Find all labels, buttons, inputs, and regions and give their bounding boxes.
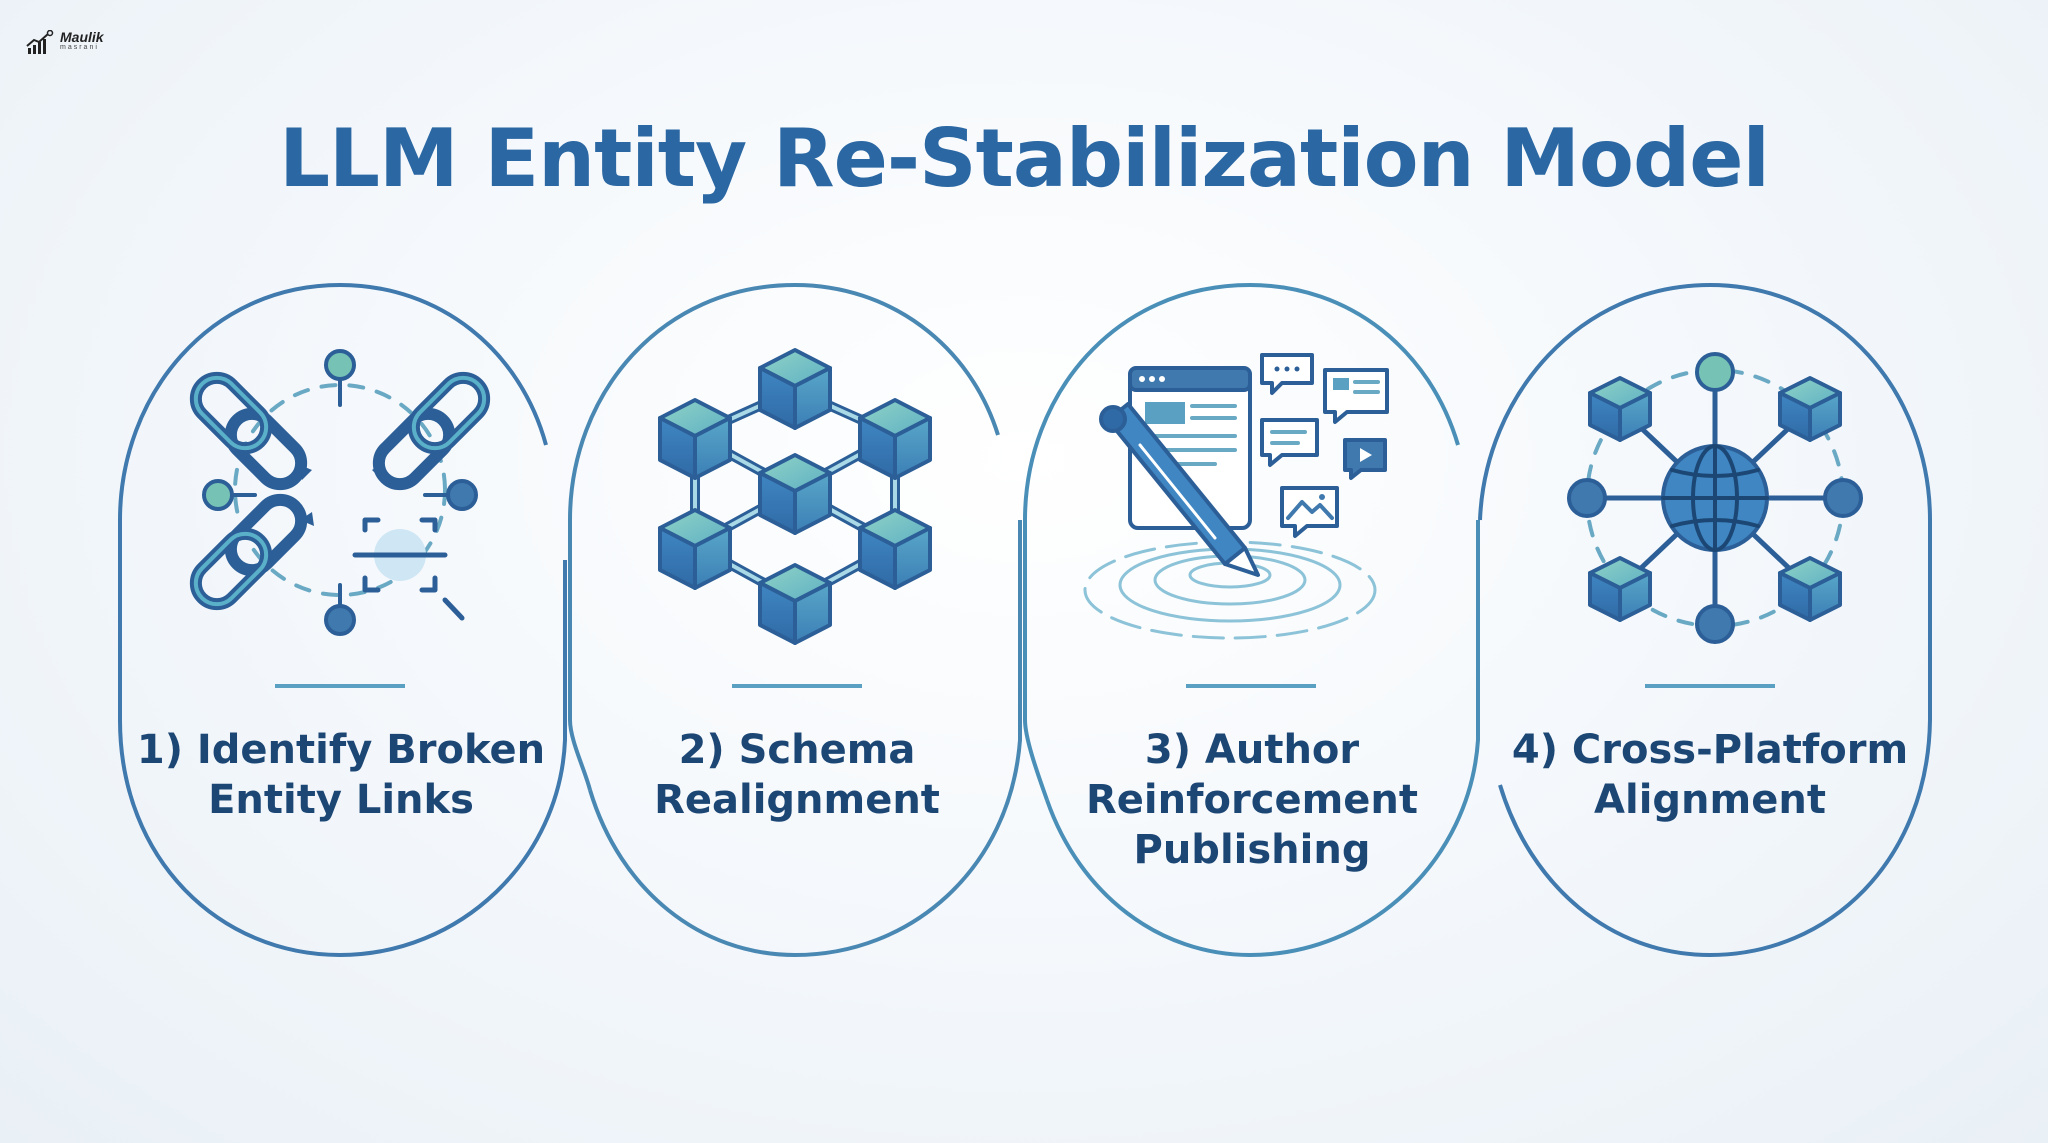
brand-logo: Maulik masrani: [26, 30, 104, 56]
logo-chart-icon: [26, 30, 54, 54]
step-4-line-1: 4) Cross-Platform: [1511, 727, 1909, 773]
step-4-capsule: [1478, 282, 1932, 958]
step-3-label: 3) Author Reinforcement Publishing: [1042, 725, 1462, 875]
step-2-line-1: 2) Schema: [678, 727, 916, 773]
broken-chain-icon: [189, 349, 491, 636]
step-3-line-1: 3) Author: [1144, 727, 1360, 773]
step-2-line-2: Realignment: [654, 777, 940, 823]
pen-publishing-icon: [1083, 353, 1389, 640]
globe-network-icon: [1567, 352, 1863, 644]
step-4-label: 4) Cross-Platform Alignment: [1500, 725, 1920, 825]
cube-lattice-icon: [658, 348, 932, 645]
step-3-line-2: Reinforcement: [1086, 777, 1418, 823]
step-1-line-1: 1) Identify Broken: [136, 727, 546, 773]
logo-name: Maulik: [60, 29, 104, 45]
step-2-capsule: [568, 282, 1000, 791]
step-2-capsule-bottom: [588, 520, 1022, 958]
logo-surname: masrani: [60, 44, 99, 51]
step-4-line-2: Alignment: [1594, 777, 1826, 823]
page-title: LLM Entity Re-Stabilization Model: [279, 112, 1770, 205]
step-1-capsule: [118, 282, 567, 958]
step-3-capsule-bottom: [1045, 520, 1480, 958]
step-3-capsule: [1023, 282, 1460, 801]
step-3-line-3: Publishing: [1133, 827, 1371, 873]
step-1-line-2: Entity Links: [208, 777, 474, 823]
step-1-label: 1) Identify Broken Entity Links: [131, 725, 551, 825]
step-2-label: 2) Schema Realignment: [587, 725, 1007, 825]
